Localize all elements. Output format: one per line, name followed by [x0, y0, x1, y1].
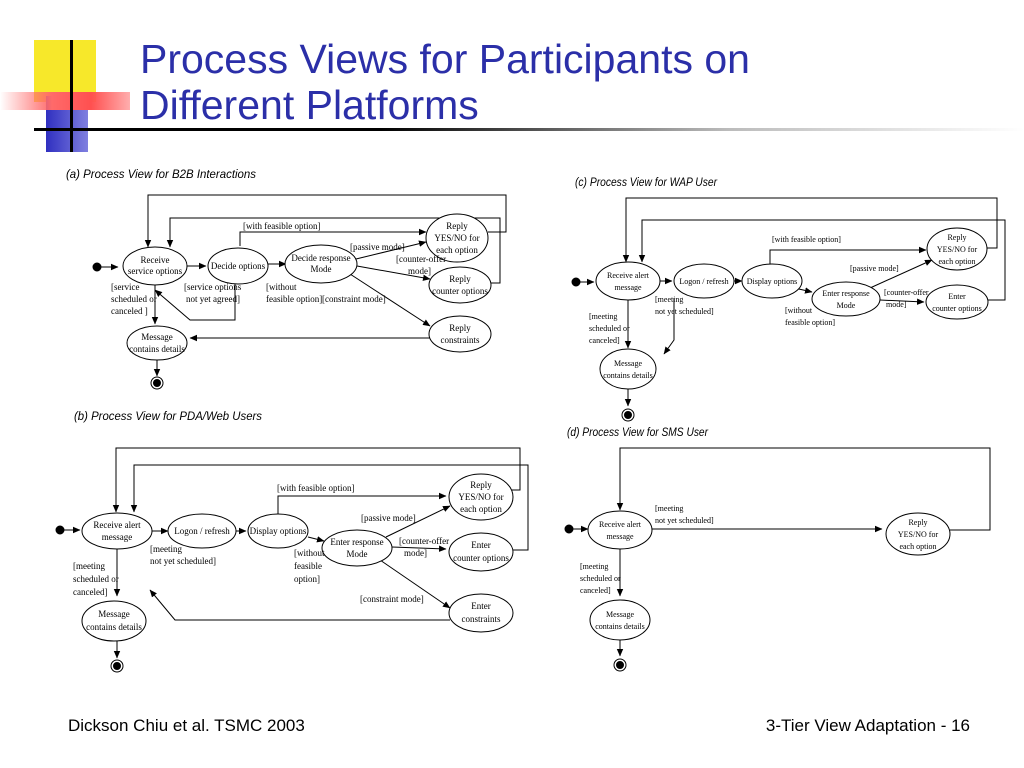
footer-left: Dickson Chiu et al. TSMC 2003 — [68, 716, 305, 735]
diagram-d: (d) Process View for SMS User Receive al… — [564, 425, 991, 672]
node-b-display: Display options — [250, 526, 307, 536]
label-a-constraint-mode: [constraint mode] — [322, 294, 386, 304]
label-a-with-feasible: [with feasible option] — [243, 221, 320, 231]
node-c-logon: Logon / refresh — [679, 277, 728, 286]
caption-d: (d) Process View for SMS User — [567, 425, 709, 439]
slide-title: Process Views for Participants on Differ… — [140, 36, 750, 128]
caption-c: (c) Process View for WAP User — [575, 175, 718, 189]
title-line-1: Process Views for Participants on — [140, 36, 750, 82]
caption-b: (b) Process View for PDA/Web Users — [74, 409, 262, 423]
diagram-a: (a) Process View for B2B Interactions — [66, 167, 507, 390]
labels-a: [with feasible option] [passive mode] [c… — [111, 221, 446, 316]
label-b-passive-mode: [passive mode] — [361, 513, 416, 523]
title-line-2: Different Platforms — [140, 82, 479, 128]
deco-vertical-line — [70, 40, 73, 152]
label-c-passive-mode: [passive mode] — [850, 264, 899, 273]
label-b-with-feasible: [with feasible option] — [277, 483, 354, 493]
title-rule — [34, 128, 1024, 131]
deco-yellow-square — [34, 40, 96, 102]
label-a-passive-mode: [passive mode] — [350, 242, 405, 252]
label-b-constraint-mode: [constraint mode] — [360, 594, 424, 604]
node-a-decide-options: Decide options — [211, 261, 266, 271]
node-c-display: Display options — [747, 277, 797, 286]
footer-right: 3-Tier View Adaptation - 16 — [765, 716, 970, 735]
caption-a: (a) Process View for B2B Interactions — [66, 167, 256, 181]
diagram-c: (c) Process View for WAP User — [571, 175, 1006, 422]
diagram-b: (b) Process View for PDA/Web Users — [55, 409, 529, 673]
deco-red-bar — [0, 92, 130, 110]
labels-c: [with feasible option] [passive mode] [c… — [589, 235, 929, 345]
node-b-logon: Logon / refresh — [174, 526, 230, 536]
labels-b: [with feasible option] [passive mode] [c… — [73, 483, 449, 604]
label-c-with-feasible: [with feasible option] — [772, 235, 841, 244]
